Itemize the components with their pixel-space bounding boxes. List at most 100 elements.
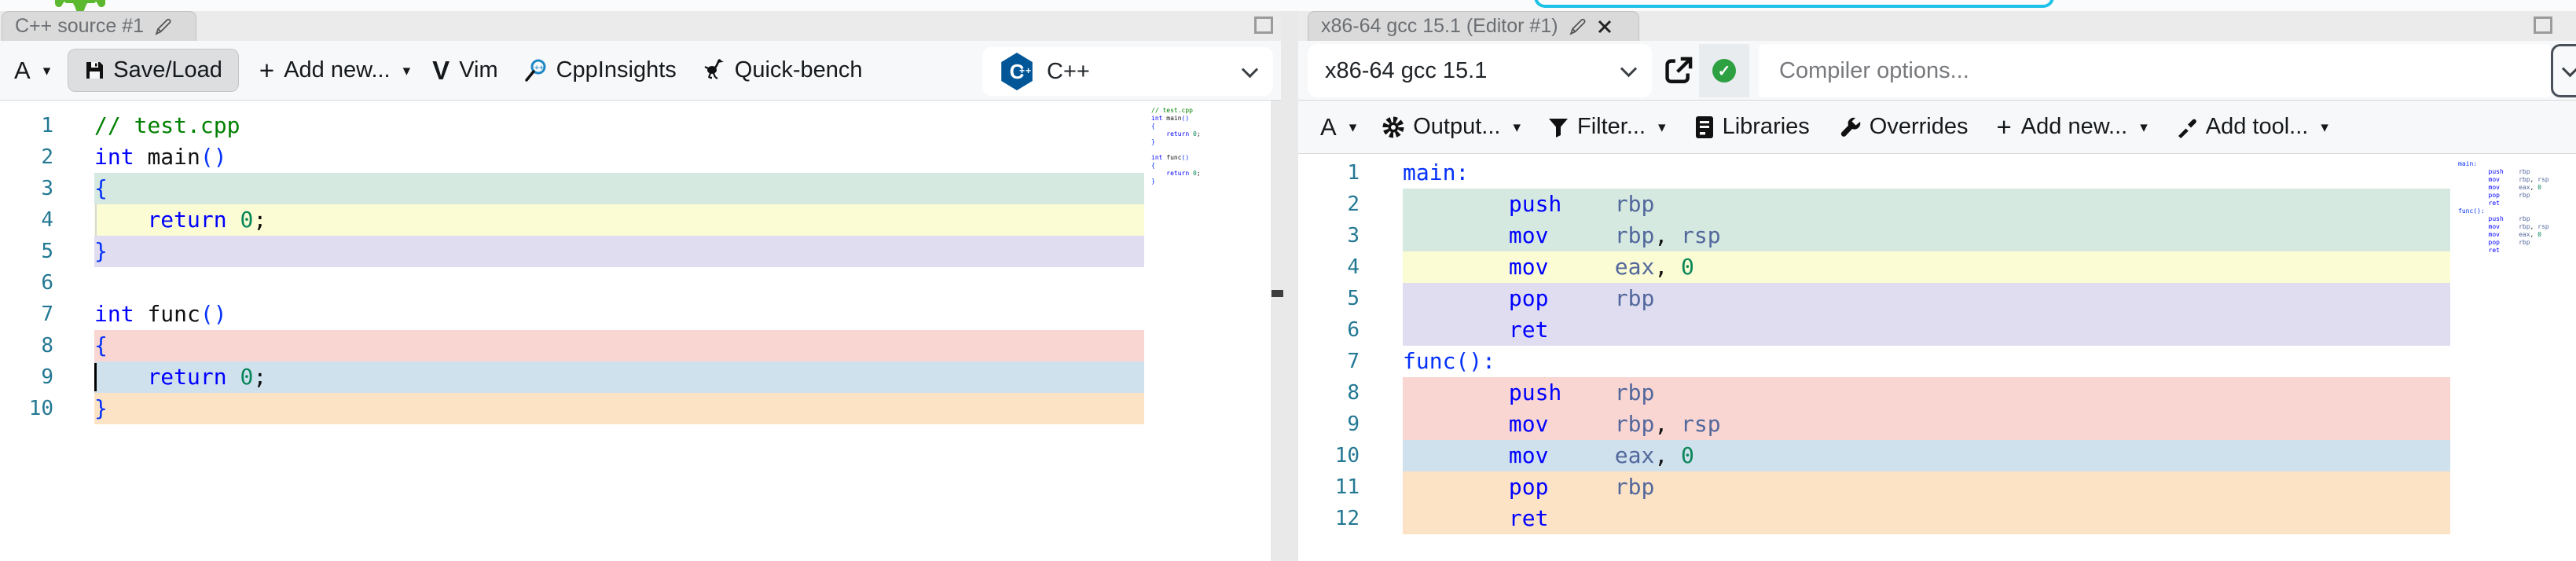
vim-toggle-button[interactable]: V Vim <box>432 55 498 85</box>
code-line[interactable]: 5 pop rbp <box>1298 283 2576 314</box>
code-line[interactable]: 8{ <box>0 330 1271 361</box>
line-content[interactable]: } <box>94 393 1144 424</box>
maximize-pane-icon[interactable] <box>2534 16 2552 34</box>
token-pl: , <box>1654 442 1682 468</box>
compiler-options-input[interactable] <box>1759 44 2551 97</box>
token-pl <box>2458 168 2489 175</box>
code-line[interactable]: 6 <box>0 267 1271 299</box>
token-pl: , <box>2530 231 2538 238</box>
token-pl: ; <box>1196 170 1201 177</box>
font-size-button[interactable]: A ▾ <box>1320 112 1357 141</box>
add-new-button[interactable]: + Add new... ▾ <box>1996 112 2148 141</box>
language-select[interactable]: C++ C++ <box>982 47 1273 96</box>
line-content[interactable]: mov eax, 0 <box>1403 251 2450 283</box>
code-line[interactable]: 4 return 0; <box>0 204 1271 236</box>
libraries-button[interactable]: Libraries <box>1694 114 1810 140</box>
line-content[interactable]: mov eax, 0 <box>1403 440 2450 471</box>
compiler-pane-header: x86-64 gcc 15.1 (Editor #1) <box>1298 11 2576 41</box>
code-line[interactable]: 3 mov rbp, rsp <box>1298 220 2576 251</box>
token-lbl: func(): <box>2458 207 2485 214</box>
close-tab-icon[interactable] <box>1596 18 1613 35</box>
code-line[interactable]: 11 pop rbp <box>1298 471 2576 503</box>
tab-compiler-output[interactable]: x86-64 gcc 15.1 (Editor #1) <box>1308 11 1639 41</box>
line-content[interactable]: } <box>94 236 1144 267</box>
line-content[interactable]: int main() <box>94 141 1144 173</box>
token-pl <box>2458 215 2489 222</box>
line-number: 3 <box>41 177 53 200</box>
rename-pencil-icon[interactable] <box>153 17 172 36</box>
token-com: // test.cpp <box>1151 107 1193 114</box>
code-line[interactable]: 8 push rbp <box>1298 377 2576 409</box>
maximize-pane-icon[interactable] <box>1254 16 1273 34</box>
line-number: 2 <box>41 145 53 169</box>
wrench-icon <box>1838 116 1862 139</box>
code-line[interactable]: 10 mov eax, 0 <box>1298 440 2576 471</box>
line-content[interactable]: // test.cpp <box>94 110 1144 141</box>
cppinsights-button[interactable]: ++ CppInsights <box>523 57 677 83</box>
code-line[interactable]: 2 int main() <box>0 141 1271 173</box>
line-content: return 0; <box>1151 130 1200 138</box>
add-new-button[interactable]: + Add new... ▾ <box>259 55 411 85</box>
output-button[interactable]: Output... ▾ <box>1382 114 1521 140</box>
line-content: { <box>1151 162 1155 170</box>
code-line[interactable]: 12 ret <box>1298 503 2576 534</box>
code-line[interactable]: 6 ret <box>1298 314 2576 346</box>
token-pl: , <box>2530 184 2538 191</box>
filter-button[interactable]: Filter... ▾ <box>1547 114 1666 140</box>
compiler-toolbar: A ▾ Output... ▾ Filter... ▾ Libraries <box>1298 101 2576 154</box>
quick-bench-button[interactable]: Quick-bench <box>702 57 863 83</box>
line-content: func(): <box>2458 207 2485 215</box>
token-pl <box>2500 239 2519 246</box>
token-reg: rsp <box>1681 411 1721 437</box>
code-line[interactable]: 1// test.cpp <box>0 110 1271 141</box>
line-content[interactable]: { <box>94 330 1144 361</box>
line-content[interactable]: { <box>94 173 1144 204</box>
code-line[interactable]: 3{ <box>0 173 1271 204</box>
line-content[interactable]: push rbp <box>1403 377 2450 409</box>
line-content[interactable]: func(): <box>1403 346 2450 377</box>
line-content[interactable]: return 0; <box>94 361 1144 393</box>
line-content[interactable]: ret <box>1403 503 2450 534</box>
token-reg: eax <box>2519 184 2530 191</box>
token-pl <box>2458 239 2489 246</box>
line-content[interactable]: mov rbp, rsp <box>1403 409 2450 440</box>
pane-splitter[interactable] <box>1271 11 1298 561</box>
save-icon <box>84 60 105 81</box>
tab-cpp-source[interactable]: C++ source #1 <box>2 11 196 41</box>
code-line[interactable]: 5} <box>0 236 1271 267</box>
minimap-line: mov eax, 0 <box>2458 184 2576 192</box>
popout-compiler-icon[interactable] <box>1661 52 1697 90</box>
splitter-grip-handle[interactable] <box>1271 290 1283 297</box>
assembly-minimap[interactable]: main: push rbp mov rbp, rsp mov eax, 0 p… <box>2458 160 2576 255</box>
line-content[interactable]: pop rbp <box>1403 471 2450 503</box>
line-content[interactable] <box>94 267 1144 299</box>
code-line[interactable]: 9 return 0; <box>0 361 1271 393</box>
add-tool-button[interactable]: Add tool... ▾ <box>2176 114 2328 140</box>
code-line[interactable]: 10} <box>0 393 1271 424</box>
code-line[interactable]: 4 mov eax, 0 <box>1298 251 2576 283</box>
line-content[interactable]: main: <box>1403 157 2450 189</box>
save-load-button[interactable]: Save/Load <box>68 49 239 92</box>
line-content[interactable]: push rbp <box>1403 189 2450 220</box>
overrides-button[interactable]: Overrides <box>1838 114 1969 140</box>
line-content[interactable]: mov rbp, rsp <box>1403 220 2450 251</box>
line-content[interactable]: int func() <box>94 299 1144 330</box>
options-dropdown-button[interactable] <box>2551 44 2576 97</box>
font-size-button[interactable]: A ▾ <box>14 56 51 84</box>
code-line[interactable]: 9 mov rbp, rsp <box>1298 409 2576 440</box>
line-content[interactable]: pop rbp <box>1403 283 2450 314</box>
line-content[interactable]: return 0; <box>94 204 1144 236</box>
compiler-row: x86-64 gcc 15.1 ✓ <box>1298 41 2576 101</box>
code-line[interactable]: 2 push rbp <box>1298 189 2576 220</box>
rename-pencil-icon[interactable] <box>1568 17 1587 36</box>
compiler-select[interactable]: x86-64 gcc 15.1 <box>1308 44 1652 97</box>
line-number: 7 <box>1347 350 1360 373</box>
svg-text:++: ++ <box>534 64 544 72</box>
code-line[interactable]: 7 func(): <box>1298 346 2576 377</box>
line-content[interactable]: ret <box>1403 314 2450 346</box>
